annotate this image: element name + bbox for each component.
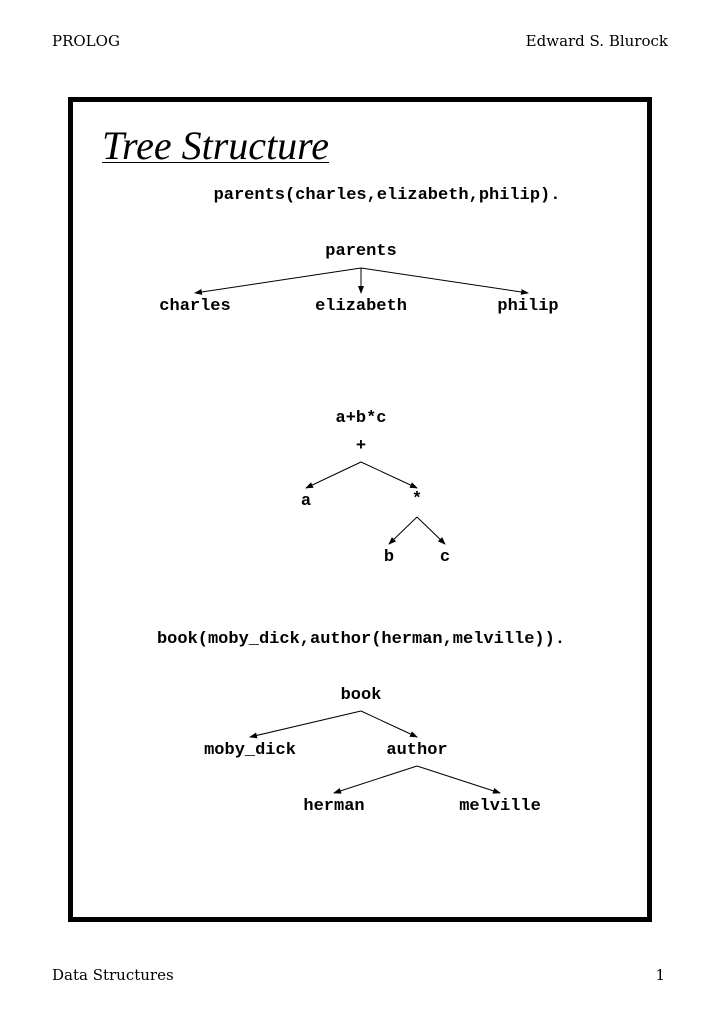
tree3-child-node: moby_dick — [204, 741, 296, 760]
tree1-edge — [194, 267, 362, 295]
tree3-edge — [333, 765, 418, 794]
tree3-edge — [360, 710, 418, 738]
tree2-leaf-node: b — [383, 548, 395, 567]
tree3-root-node: book — [340, 686, 382, 705]
tree1-edge — [360, 267, 529, 295]
book-term: book(moby_dick,author(herman,melville)). — [156, 630, 566, 649]
tree2-leaf-node: c — [439, 548, 451, 567]
tree2-edge — [388, 516, 418, 545]
tree3-child-node: author — [386, 741, 448, 760]
tree1-root-node: parents — [325, 242, 397, 261]
header-author: Edward S. Blurock — [525, 32, 668, 50]
tree1-child-node: charles — [159, 297, 231, 316]
tree2-left-node: a — [300, 492, 312, 511]
tree2-edge — [360, 461, 418, 489]
tree3-edge — [416, 765, 501, 794]
page-number: 1 — [655, 966, 665, 984]
tree2-root-node: + — [355, 437, 367, 456]
tree2-right-node: * — [411, 490, 423, 509]
tree1-child-node: elizabeth — [315, 297, 407, 316]
tree3-leaf-node: herman — [303, 797, 365, 816]
footer-section-title: Data Structures — [52, 966, 174, 984]
slide-frame — [68, 97, 652, 922]
tree3-leaf-node: melville — [459, 797, 541, 816]
tree1-child-node: philip — [497, 297, 559, 316]
tree2-edge — [305, 461, 362, 489]
parents-term: parents(charles,elizabeth,philip). — [213, 186, 561, 205]
expression-label: a+b*c — [335, 409, 387, 428]
tree2-edge — [416, 516, 446, 545]
slide-title: Tree Structure — [102, 123, 330, 168]
header-left-title: PROLOG — [52, 32, 120, 50]
tree3-edge — [249, 710, 362, 739]
